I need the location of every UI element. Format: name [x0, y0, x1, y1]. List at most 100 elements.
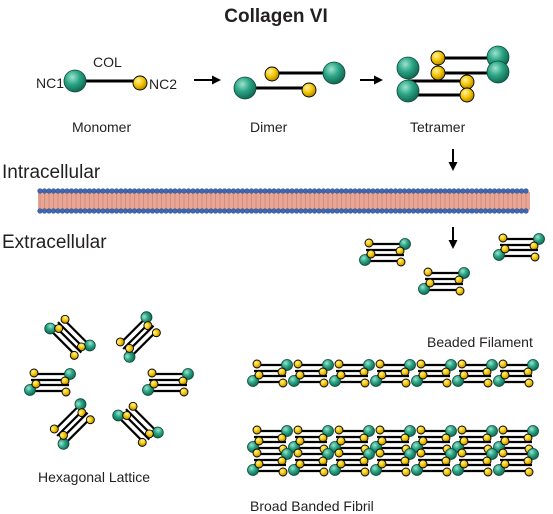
lipid-head — [379, 208, 385, 214]
nc2-domain — [318, 433, 328, 443]
lipid-head — [91, 208, 97, 214]
tetramer-unit — [247, 359, 293, 388]
nc1-domain — [64, 368, 76, 380]
nc1-label: NC1 — [36, 75, 64, 91]
lipid-head — [140, 208, 147, 214]
nc2-domain — [61, 387, 71, 397]
lipid-head — [158, 208, 165, 214]
tetramer-unit — [329, 448, 375, 477]
lipid-head — [293, 188, 300, 194]
nc2-domain — [359, 433, 369, 443]
lipid-head — [100, 188, 106, 194]
nc1-domain — [404, 359, 416, 371]
lipid-head — [469, 208, 475, 214]
lipid-head — [487, 208, 493, 214]
nc2-domain — [482, 367, 492, 377]
nc1-domain — [363, 425, 375, 437]
nc1-domain — [281, 448, 293, 460]
lipid-head — [127, 188, 133, 194]
nc1-domain — [24, 384, 36, 396]
lipid-head — [460, 188, 466, 194]
nc2-domain — [483, 467, 493, 477]
nc1-domain — [486, 425, 498, 437]
nc1-domain — [74, 398, 87, 411]
nc2-domain — [295, 459, 305, 469]
cell-membrane — [37, 188, 530, 214]
lipid-head — [473, 188, 480, 194]
lipid-head — [320, 188, 327, 194]
monomer-label: Monomer — [72, 119, 131, 135]
nc1-domain — [418, 283, 430, 295]
lipid-head — [271, 188, 277, 194]
nc2-domain — [459, 459, 469, 469]
lipid-head — [406, 208, 412, 214]
lipid-head — [100, 208, 106, 214]
nc1-domain — [493, 375, 505, 387]
nc2-domain — [147, 368, 157, 378]
secreted-tetramers — [359, 233, 545, 296]
lipid-head — [127, 208, 133, 214]
lipid-head — [136, 188, 142, 194]
lipid-head — [343, 208, 349, 214]
lipid-head — [329, 188, 336, 194]
lipid-head — [334, 188, 340, 194]
nc1-domain — [396, 56, 420, 80]
nc1-domain — [452, 375, 464, 387]
arrow-monomer-to-dimer — [194, 75, 221, 85]
nc2-domain — [483, 378, 493, 388]
lipid-head — [316, 208, 322, 214]
nc2-domain — [482, 433, 492, 443]
lipid-head — [131, 188, 138, 194]
lipid-head — [50, 208, 57, 214]
lipid-head — [253, 208, 259, 214]
lipid-head — [149, 208, 156, 214]
nc2-domain — [277, 456, 287, 466]
tetramer-unit — [370, 448, 416, 477]
nc2-domain — [254, 370, 264, 380]
intracellular-label: Intracellular — [2, 162, 101, 183]
lipid-head — [284, 188, 291, 194]
nc2-domain — [430, 50, 446, 66]
tetramer-label: Tetramer — [410, 119, 466, 135]
nc1-domain — [322, 448, 334, 460]
lipid-head — [374, 208, 381, 214]
nc1-domain — [411, 375, 423, 387]
nc2-domain — [149, 379, 159, 389]
lipid-head — [289, 188, 295, 194]
lipid-head — [239, 208, 246, 214]
lipid-head — [347, 208, 354, 214]
nc2-domain — [523, 433, 533, 443]
lipid-head — [280, 208, 286, 214]
nc2-domain — [334, 448, 344, 458]
lipid-head — [311, 188, 318, 194]
lipid-head — [154, 208, 160, 214]
lipid-head — [230, 208, 237, 214]
lipid-head — [163, 188, 169, 194]
nc2-domain — [29, 368, 39, 378]
nc2-domain — [375, 425, 385, 435]
lipid-head — [446, 188, 453, 194]
nc2-domain — [418, 370, 428, 380]
nc2-domain — [252, 425, 262, 435]
nc2-domain — [264, 66, 280, 82]
lipid-head — [104, 208, 111, 214]
lipid-head — [181, 208, 187, 214]
lipid-head — [109, 188, 115, 194]
lipid-head — [361, 188, 367, 194]
nc2-domain — [498, 359, 508, 369]
diagram-title: Collagen VI — [224, 6, 327, 27]
lipid-head — [365, 208, 372, 214]
lipid-head — [176, 188, 183, 194]
nc1-domain — [247, 464, 259, 476]
tetramer-unit — [142, 368, 194, 397]
lipid-head — [352, 188, 358, 194]
extracellular-label: Extracellular — [2, 232, 107, 253]
lipid-head — [424, 208, 430, 214]
nc1-domain — [281, 359, 293, 371]
nc1-domain — [112, 409, 125, 422]
lipid-head — [212, 208, 219, 214]
lipid-head — [203, 208, 210, 214]
lipid-head — [235, 188, 241, 194]
lipid-head — [185, 208, 192, 214]
